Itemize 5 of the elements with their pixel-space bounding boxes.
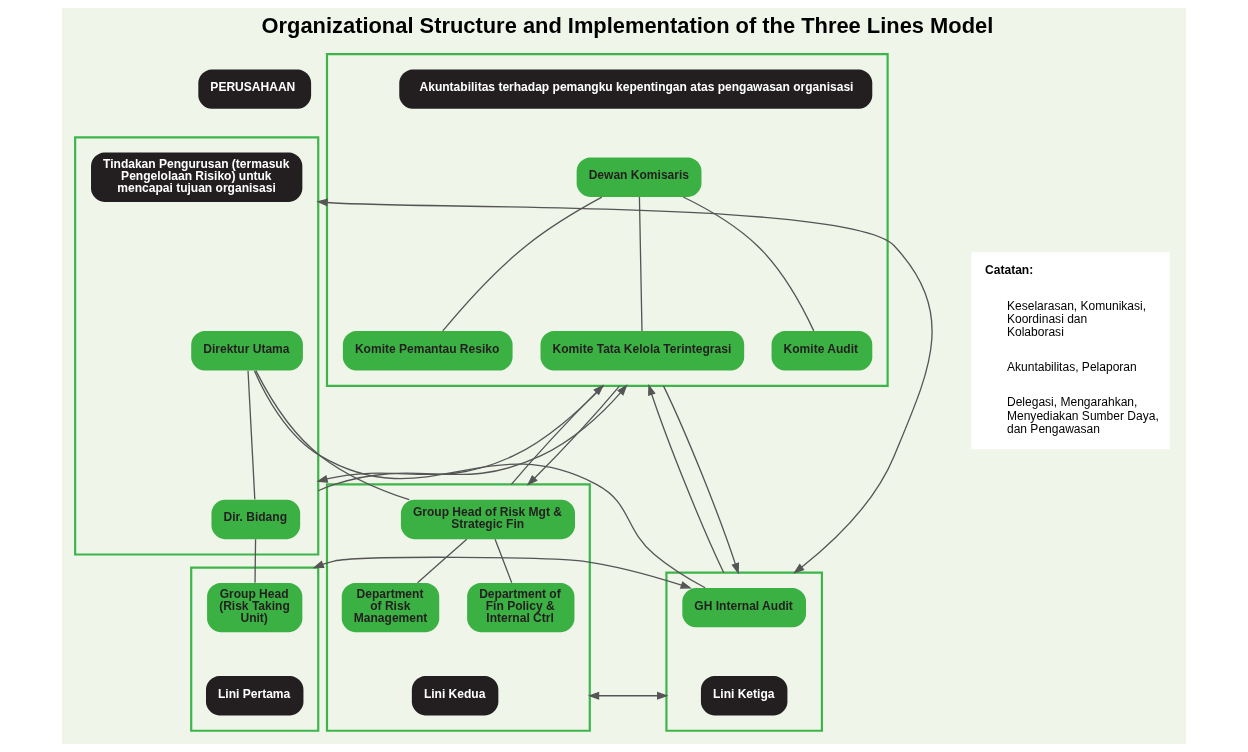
- legend-label: Delegasi, Mengarahkan, Menyediakan Sumber Daya, dan Pengawasan: [1006, 395, 1159, 436]
- legend-label: Keselarasan, Komunikasi, Koordinasi dan Kolaborasi: [1006, 299, 1147, 340]
- diagram-title: Organizational Structure and Implementation of the Three Lines Model: [261, 13, 994, 39]
- label: Catatan:: [985, 262, 1034, 277]
- legend-label: Akuntabilitas, Pelaporan: [1006, 360, 1137, 375]
